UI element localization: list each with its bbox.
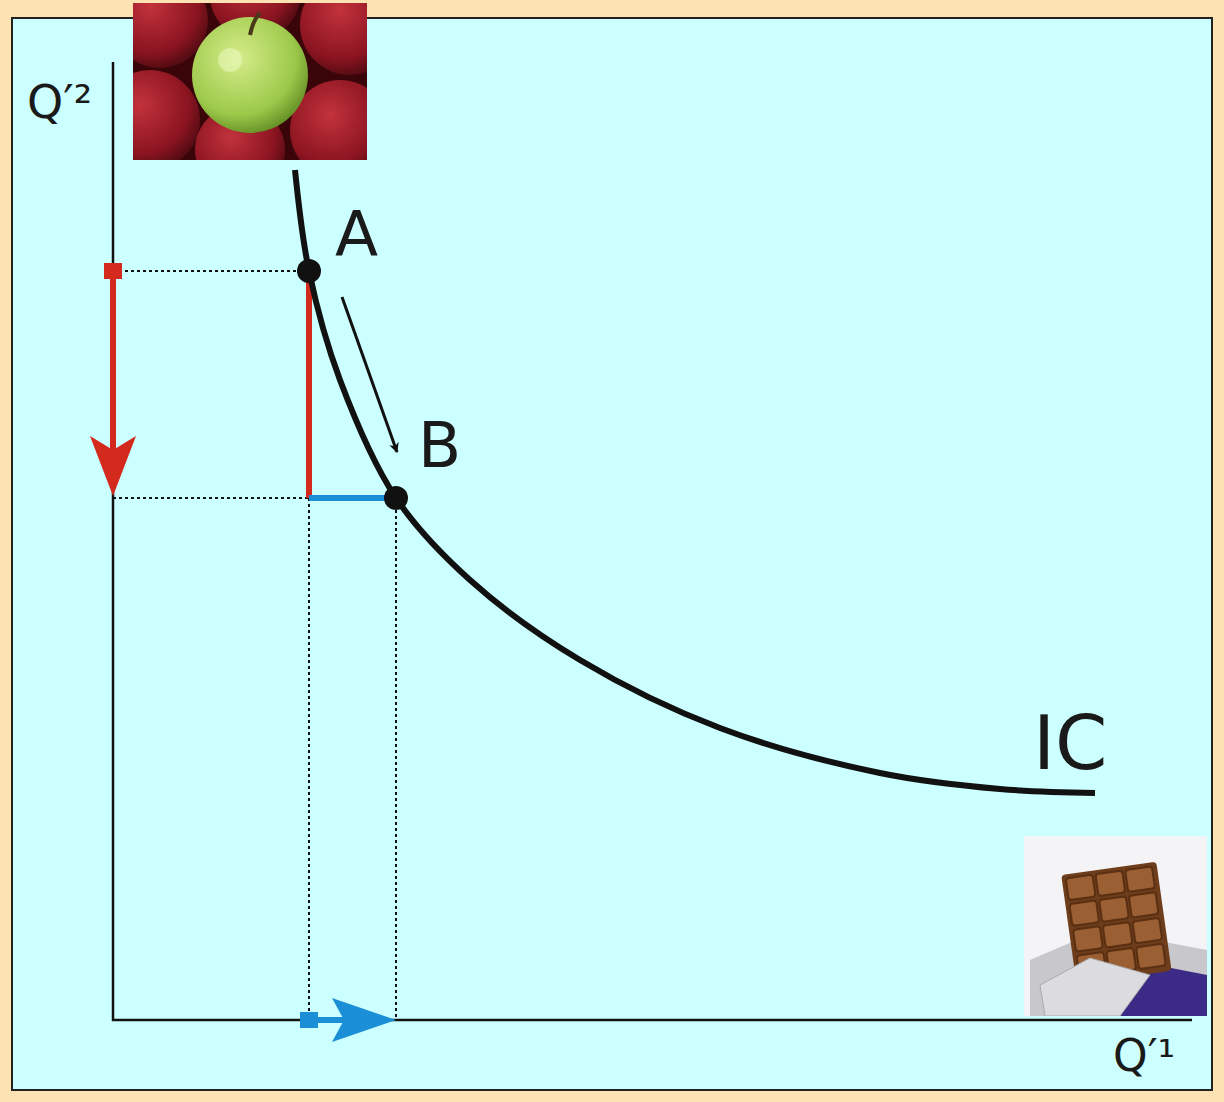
axis-label: Q′¹ (1113, 1034, 1175, 1078)
point-dot (297, 259, 321, 283)
change-good-2 (306, 271, 312, 498)
label-text: IC (1033, 699, 1108, 787)
plot-panel (12, 18, 1212, 1090)
point-label: A (335, 203, 378, 266)
indifference-curve (295, 170, 1095, 793)
label-text: Q′¹ (1113, 1030, 1175, 1081)
movement-arrow (342, 297, 397, 452)
label-text: Q′² (27, 75, 92, 129)
label-text: B (418, 409, 461, 482)
red-arrow (90, 263, 136, 496)
axis-label: Q′² (27, 79, 92, 125)
chocolate-picture (1024, 836, 1207, 1016)
point-label: B (418, 414, 461, 477)
change-good-1 (309, 495, 396, 501)
guide-lines (113, 271, 396, 1020)
point-dot (384, 486, 408, 510)
apples-picture (133, 3, 367, 160)
blue-arrow (300, 998, 396, 1042)
curve-label: IC (1033, 706, 1108, 781)
axes (112, 62, 1192, 1021)
label-text: A (335, 198, 378, 271)
